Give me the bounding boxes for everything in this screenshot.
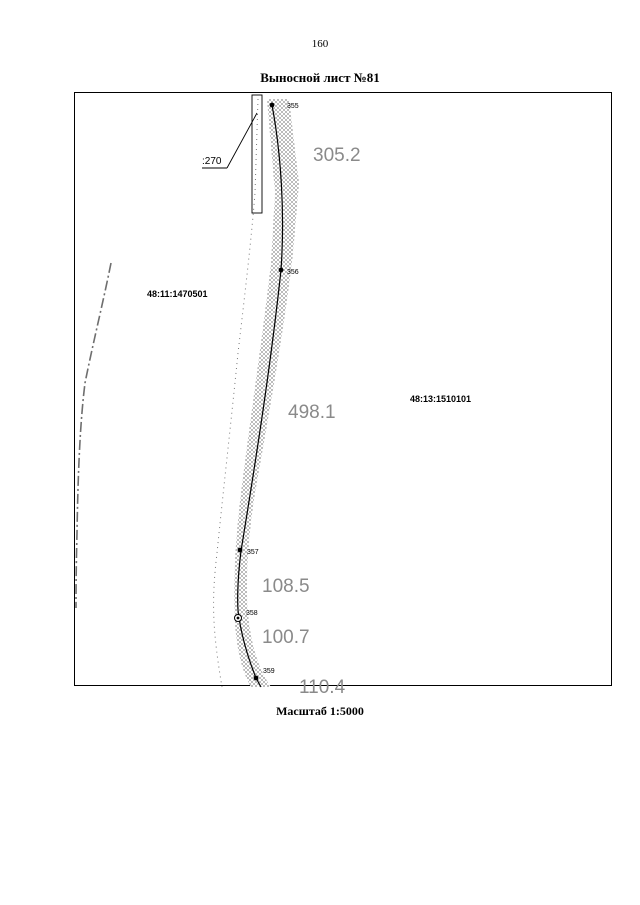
svg-text:357: 357 — [247, 549, 259, 556]
segment-length-4: 100.7 — [262, 627, 310, 648]
parcel-id-left: 48:11:1470501 — [147, 289, 208, 299]
point-358: 358 — [234, 610, 258, 622]
scale-label: Масштаб 1:5000 — [276, 704, 364, 718]
svg-text:356: 356 — [287, 269, 299, 276]
sheet-title: Выносной лист №81 — [260, 70, 380, 85]
cadastral-map: :270 355 356 357 358 359 305.2 498.1 108… — [75, 94, 471, 698]
point-356: 356 — [278, 267, 299, 276]
lot-270-leader — [226, 112, 258, 169]
segment-length-3: 108.5 — [262, 576, 310, 597]
road-band — [234, 99, 299, 687]
point-357: 357 — [237, 547, 259, 556]
segment-length-2: 498.1 — [288, 402, 336, 423]
map-frame: :270 355 356 357 358 359 305.2 498.1 108… — [74, 92, 612, 698]
segment-length-5: 110.4 — [299, 677, 346, 698]
svg-text:355: 355 — [287, 103, 299, 110]
road-edge-dotted — [213, 98, 259, 688]
svg-text:358: 358 — [246, 610, 258, 617]
lot-270-label: :270 — [202, 156, 222, 167]
page-number: 160 — [311, 38, 329, 50]
parcel-id-right: 48:13:1510101 — [410, 394, 471, 404]
point-359: 359 — [253, 668, 275, 681]
svg-text:359: 359 — [263, 668, 275, 675]
segment-length-1: 305.2 — [313, 145, 361, 166]
parcel-boundary-main — [237, 104, 284, 688]
point-355: 355 — [269, 102, 299, 110]
lot-270-outline — [251, 94, 263, 214]
parcel-boundary-dashed — [75, 262, 112, 609]
